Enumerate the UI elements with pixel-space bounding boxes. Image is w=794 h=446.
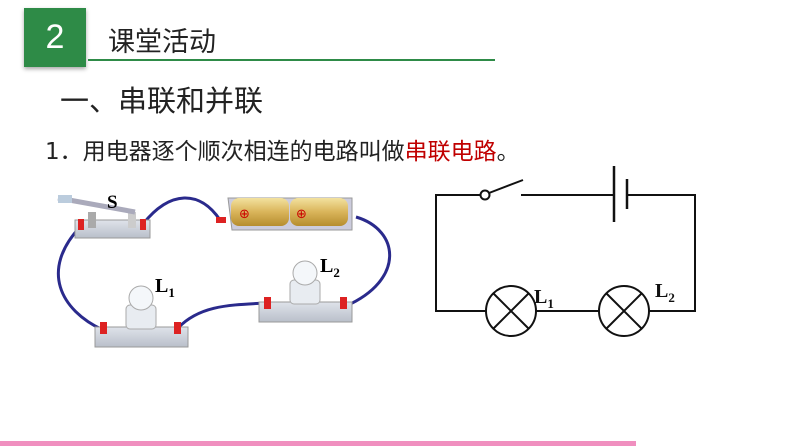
switch-handle — [58, 195, 72, 203]
lamp-symbol-1 — [485, 285, 537, 337]
bottom-accent-bar — [0, 441, 636, 446]
switch-pivot — [479, 189, 491, 201]
title-underline — [88, 59, 495, 61]
schematic-lamp1-label: L1 — [534, 286, 554, 311]
pictorial-circuit: S ⊕ ⊕ L1 L2 — [56, 192, 392, 348]
wires — [56, 196, 392, 332]
definition-suffix: 。 — [496, 139, 520, 165]
subheading: 一、串联和并联 — [60, 84, 264, 118]
definition-text: 1．用电器逐个顺次相连的电路叫做串联电路。 — [45, 132, 520, 166]
lamp-2: L2 — [258, 255, 353, 323]
lamp-1: L1 — [94, 275, 189, 348]
switch: S — [57, 192, 151, 239]
schematic-lamp2-label: L2 — [655, 280, 675, 305]
battery-positive-mark: ⊕ — [296, 207, 307, 222]
terminal — [140, 219, 146, 230]
definition-prefix: 1．用电器逐个顺次相连的电路叫做 — [45, 139, 405, 165]
battery-positive-mark: ⊕ — [239, 207, 250, 222]
section-title: 课堂活动 — [108, 27, 216, 58]
switch-lever — [488, 179, 524, 194]
switch-label: S — [107, 192, 118, 213]
lamp2-label: L2 — [320, 255, 340, 280]
battery-pack: ⊕ ⊕ — [216, 197, 353, 231]
lamp-symbol-2 — [598, 285, 650, 337]
definition-term: 串联电路 — [404, 139, 497, 165]
schematic-circuit — [435, 166, 696, 337]
lamp1-label: L1 — [155, 275, 175, 300]
section-number-badge: 2 — [24, 8, 86, 67]
terminal — [78, 219, 84, 230]
